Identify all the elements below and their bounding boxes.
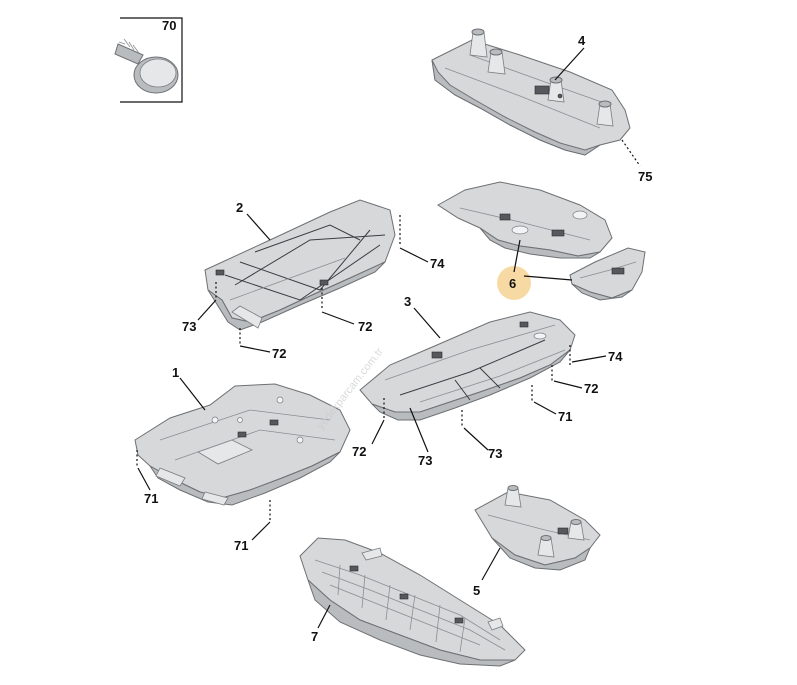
callout-73c: 73 xyxy=(488,446,502,461)
callout-71c: 71 xyxy=(234,538,248,553)
leader-72d xyxy=(371,419,385,445)
tray-4-tower-4 xyxy=(596,100,614,127)
callout-70: 70 xyxy=(162,18,176,33)
callout-3: 3 xyxy=(404,294,411,309)
callout-74b: 74 xyxy=(608,349,623,364)
part-7-front-panel xyxy=(299,537,526,667)
callout-7: 7 xyxy=(311,629,318,644)
leader-3 xyxy=(413,307,441,339)
callout-6: 6 xyxy=(509,276,516,291)
leader-7 xyxy=(317,604,331,629)
callout-71b: 71 xyxy=(144,491,158,506)
leader-73b xyxy=(409,407,429,453)
leader-71b xyxy=(137,467,151,491)
leader-72b xyxy=(239,345,271,353)
leader-74b xyxy=(571,355,607,363)
tray-5-tower-1 xyxy=(504,485,522,508)
tray-4-tower-2 xyxy=(487,48,506,75)
leader-6a xyxy=(513,239,521,273)
tray-4-tower-1 xyxy=(469,28,488,58)
leader-74a xyxy=(399,247,429,263)
leader-5 xyxy=(481,547,501,581)
leader-75 xyxy=(621,139,641,167)
tray-5-tower-3 xyxy=(567,519,585,541)
part-2-center-shield xyxy=(204,199,396,331)
leader-73c xyxy=(463,427,489,451)
callout-6-highlight xyxy=(497,266,531,300)
part-3-long-shield xyxy=(359,311,576,421)
leader-71c xyxy=(251,521,271,541)
callout-4: 4 xyxy=(578,33,586,48)
leader-1 xyxy=(179,377,206,411)
callout-72b: 72 xyxy=(272,346,286,361)
callout-72a: 72 xyxy=(358,319,372,334)
tray-5-tower-2 xyxy=(537,535,555,558)
tray-4-tower-3 xyxy=(547,76,565,103)
leader-72c xyxy=(553,380,583,389)
part-5-box-tray xyxy=(474,485,601,571)
part-1-engine-shield xyxy=(134,383,351,506)
part-4-rear-shield xyxy=(431,28,631,156)
leader-72a xyxy=(321,311,355,325)
clip-70-icon xyxy=(114,38,179,94)
callout-75: 75 xyxy=(638,169,652,184)
callout-74a: 74 xyxy=(430,256,445,271)
callout-73b: 73 xyxy=(418,453,432,468)
leader-73a xyxy=(197,299,217,321)
callout-71a: 71 xyxy=(558,409,572,424)
callout-2: 2 xyxy=(236,200,243,215)
callout-72c: 72 xyxy=(584,381,598,396)
callout-5: 5 xyxy=(473,583,480,598)
leader-2 xyxy=(246,213,271,241)
inset-frame xyxy=(120,17,183,103)
callout-1: 1 xyxy=(172,365,179,380)
leader-71a xyxy=(533,401,557,415)
part-6-shield-pair xyxy=(437,181,646,301)
leader-4 xyxy=(554,47,585,81)
inset-part-70: 70 xyxy=(114,17,183,103)
callout-73a: 73 xyxy=(182,319,196,334)
leader-6b xyxy=(523,275,573,281)
callout-72d: 72 xyxy=(352,444,366,459)
